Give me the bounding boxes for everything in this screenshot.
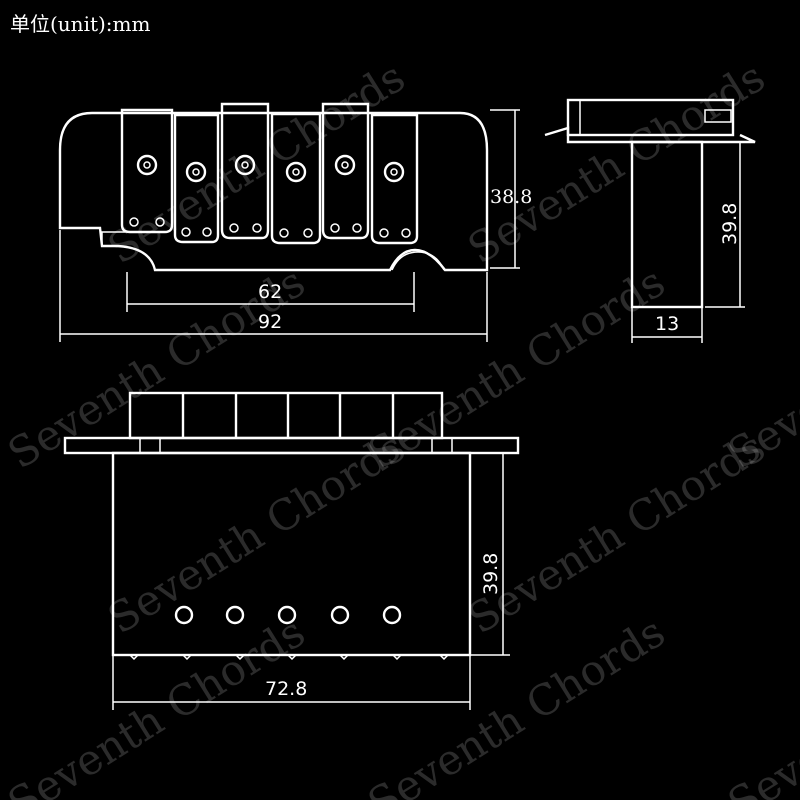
- string-holes: [174, 605, 402, 625]
- dim-label-inner-width: 62: [258, 281, 282, 303]
- base-plate: [63, 436, 520, 455]
- saddle-screw: [292, 168, 300, 176]
- dim-label-side-height: 39.8: [719, 203, 741, 245]
- watermark: Seventh Chords: [459, 422, 773, 643]
- string-hole: [382, 605, 402, 625]
- saddle-screw: [285, 161, 307, 183]
- saddle: [120, 108, 174, 234]
- dim-label-side-depth: 13: [655, 313, 679, 335]
- saddles-front: [120, 102, 419, 245]
- saddle-screw: [129, 217, 139, 227]
- watermark: Seventh Chords: [359, 607, 673, 800]
- watermark: Seventh Chords: [99, 422, 413, 643]
- saddle-screw: [241, 161, 249, 169]
- saddle-screw: [379, 228, 389, 238]
- saddle: [220, 102, 270, 240]
- dim-label-bottom-width: 72.8: [265, 678, 307, 700]
- dim-label-front-height: 38.8: [490, 186, 532, 208]
- saddle-screw: [279, 228, 289, 238]
- dim-front-height: 38.8: [490, 109, 532, 269]
- side-base-block: [630, 140, 704, 309]
- saddle: [321, 102, 370, 240]
- watermark: Seventh Chords: [719, 607, 800, 800]
- saddle-screw: [229, 223, 239, 233]
- string-hole: [174, 605, 194, 625]
- string-hole: [225, 605, 245, 625]
- watermark: Seventh Chords: [0, 607, 313, 800]
- unit-label: 单位(unit):mm: [10, 12, 151, 36]
- sustain-block: [111, 451, 472, 657]
- saddle: [370, 113, 419, 245]
- saddle-screw: [303, 228, 313, 238]
- dim-inner-width: 62: [126, 272, 415, 312]
- block-bottom-notches: [129, 654, 449, 661]
- saddle-screw: [185, 161, 207, 183]
- saddle-screw: [334, 154, 356, 176]
- saddle-screw: [136, 154, 158, 176]
- saddle-screw: [390, 168, 398, 176]
- saddle-screw: [143, 161, 151, 169]
- saddle-screw: [330, 223, 340, 233]
- side-view: 13 39.8: [544, 98, 756, 343]
- watermark: Seventh Chords: [359, 257, 673, 478]
- saddle: [270, 112, 322, 245]
- side-top-block: [566, 98, 735, 137]
- string-hole: [277, 605, 297, 625]
- saddle-screw: [352, 223, 362, 233]
- saddle-screw: [383, 161, 405, 183]
- dim-overall-width: 92: [59, 230, 488, 342]
- saddle-screw: [401, 228, 411, 238]
- saddle: [173, 113, 220, 244]
- front-slot-right: [391, 251, 445, 271]
- saddle-screw: [252, 223, 262, 233]
- saddle-screw: [341, 161, 349, 169]
- saddle-screw: [181, 227, 191, 237]
- front-slot-left: [101, 231, 130, 246]
- dim-label-bottom-height: 39.8: [480, 553, 502, 595]
- saddle-screw: [192, 168, 200, 176]
- saddle-screw: [202, 227, 212, 237]
- saddle-screws: [129, 154, 411, 238]
- side-flange: [544, 126, 756, 144]
- dim-label-overall-width: 92: [258, 311, 282, 333]
- bottom-view: 39.8 72.8: [63, 391, 520, 710]
- front-view: 38.8 62 92: [58, 102, 532, 342]
- saddle-screw: [234, 154, 256, 176]
- saddle-screw: [155, 217, 165, 227]
- string-hole: [330, 605, 350, 625]
- side-slot: [704, 109, 732, 123]
